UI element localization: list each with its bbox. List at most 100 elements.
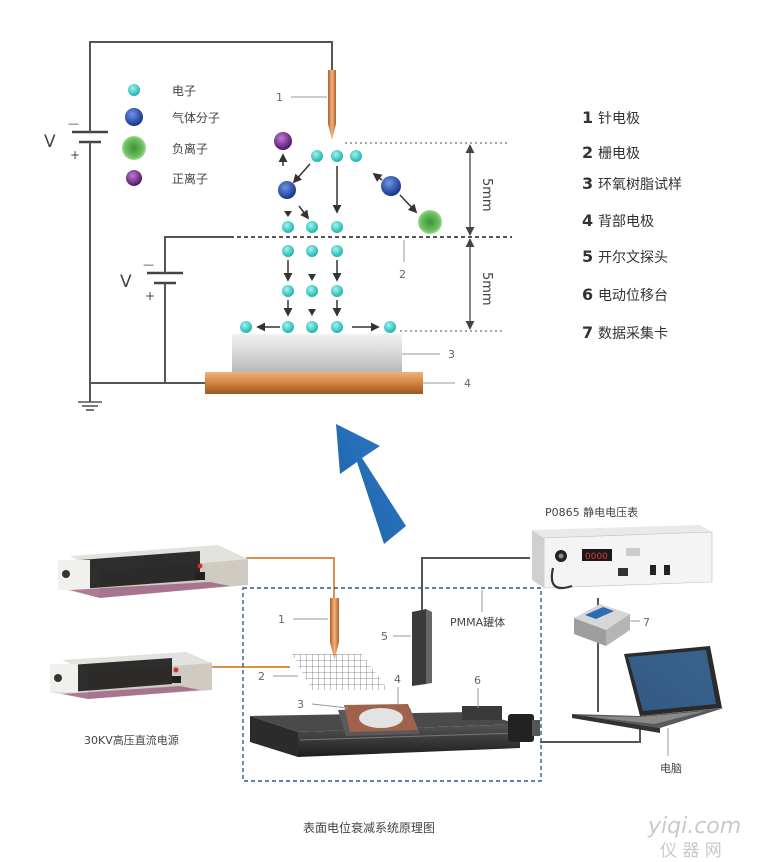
figure-caption: 表面电位衰减系统原理图 bbox=[303, 820, 435, 835]
enclosure-label: PMMA罐体 bbox=[450, 615, 505, 629]
minus-sign-2: — bbox=[143, 258, 154, 271]
setup-callout-2: 2 bbox=[258, 670, 265, 683]
component-label-6: 电动位移台 bbox=[598, 288, 668, 304]
flow-arrow bbox=[372, 172, 383, 182]
callout-1: 1 bbox=[276, 91, 283, 104]
electron bbox=[331, 150, 343, 162]
plus-sign-1: + bbox=[70, 148, 80, 162]
component-num-3: 3 bbox=[582, 174, 593, 193]
legend-positive-ion-label: 正离子 bbox=[172, 171, 208, 186]
voltage-label-1: V bbox=[44, 132, 56, 152]
legend-molecule-label: 气体分子 bbox=[172, 110, 220, 125]
legend-electron-label: 电子 bbox=[172, 84, 196, 98]
minus-sign-1: — bbox=[68, 117, 79, 130]
positive-ion bbox=[274, 132, 292, 150]
kelvin-probe bbox=[412, 609, 432, 686]
voltmeter-probe-cable bbox=[550, 567, 573, 590]
voltage-label-2: V bbox=[120, 272, 132, 292]
flow-arrow bbox=[308, 309, 316, 316]
daq-card bbox=[574, 604, 630, 646]
legend-negative-ion-icon bbox=[122, 136, 146, 160]
gap-lower-label: 5mm bbox=[479, 272, 494, 306]
electron bbox=[384, 321, 396, 333]
electron bbox=[306, 245, 318, 257]
watermark: yiqi.com 仪 器 网 bbox=[647, 814, 741, 861]
watermark-line2: 仪 器 网 bbox=[660, 841, 722, 861]
flow-arrow bbox=[284, 211, 292, 217]
component-num-2: 2 bbox=[582, 143, 593, 162]
setup-callout-6: 6 bbox=[474, 674, 481, 687]
electron bbox=[306, 221, 318, 233]
setup-sample-disc bbox=[359, 708, 403, 728]
setup-grid-mesh bbox=[292, 654, 388, 690]
flow-arrow bbox=[292, 163, 311, 184]
laptop bbox=[572, 646, 724, 733]
legend-molecule-icon bbox=[125, 108, 143, 126]
gap-upper-label: 5mm bbox=[479, 178, 494, 212]
hv-cables bbox=[210, 557, 335, 668]
electron bbox=[306, 321, 318, 333]
callout-2: 2 bbox=[399, 268, 406, 281]
particle-legend: 电子 气体分子 负离子 正离子 bbox=[122, 84, 220, 186]
ground-icon bbox=[78, 401, 102, 411]
electron bbox=[282, 321, 294, 333]
callout-3: 3 bbox=[448, 348, 455, 361]
component-label-2: 栅电极 bbox=[598, 146, 640, 162]
power-supply-upper bbox=[58, 545, 248, 598]
particle-flow bbox=[240, 132, 442, 333]
plus-sign-2: + bbox=[145, 289, 155, 303]
component-label-3: 环氧树脂试样 bbox=[598, 177, 682, 193]
circuit-wires bbox=[89, 41, 333, 402]
electrostatic-voltmeter: 0000 bbox=[532, 525, 713, 589]
power-supply-label: 30KV高压直流电源 bbox=[84, 733, 179, 747]
negative-ion bbox=[418, 210, 442, 234]
electron bbox=[282, 245, 294, 257]
flow-arrow bbox=[308, 274, 316, 281]
component-num-5: 5 bbox=[582, 247, 593, 266]
epoxy-sample bbox=[232, 334, 402, 372]
component-num-7: 7 bbox=[582, 323, 593, 342]
voltage-source-needle bbox=[72, 120, 108, 158]
component-num-6: 6 bbox=[582, 285, 593, 304]
component-label-5: 开尔文探头 bbox=[598, 250, 668, 266]
electron bbox=[331, 321, 343, 333]
component-num-4: 4 bbox=[582, 211, 593, 230]
voltmeter-label: P0865 静电电压表 bbox=[545, 505, 638, 519]
electron bbox=[240, 321, 252, 333]
electron bbox=[282, 285, 294, 297]
electron bbox=[311, 150, 323, 162]
component-label-4: 背部电极 bbox=[598, 214, 654, 230]
legend-negative-ion-label: 负离子 bbox=[172, 141, 208, 156]
setup-callout-4: 4 bbox=[394, 673, 401, 686]
electron bbox=[331, 245, 343, 257]
setup-callout-5: 5 bbox=[381, 630, 388, 643]
back-electrode bbox=[205, 372, 423, 394]
pmma-enclosure bbox=[242, 587, 542, 782]
component-label-7: 数据采集卡 bbox=[598, 325, 668, 342]
component-list: 1 针电极 2 栅电极 3 环氧树脂试样 4 背部电极 5 开尔文探头 6 电动… bbox=[582, 108, 682, 342]
callout-4: 4 bbox=[464, 377, 471, 390]
watermark-line1: yiqi.com bbox=[647, 814, 741, 839]
electron bbox=[331, 285, 343, 297]
component-num-1: 1 bbox=[582, 108, 593, 127]
needle-electrode bbox=[328, 70, 336, 140]
legend-positive-ion-icon bbox=[126, 170, 142, 186]
flow-arrow bbox=[298, 205, 310, 220]
electron bbox=[331, 221, 343, 233]
setup-callout-1: 1 bbox=[278, 613, 285, 626]
electron bbox=[282, 221, 294, 233]
gas-molecule bbox=[278, 181, 296, 199]
voltmeter-display: 0000 bbox=[585, 552, 608, 562]
setup-needle bbox=[330, 598, 339, 660]
component-label-1: 针电极 bbox=[598, 111, 640, 127]
flow-arrow bbox=[399, 194, 418, 214]
power-supply-lower bbox=[50, 652, 212, 699]
electron bbox=[306, 285, 318, 297]
setup-callout-leader-3 bbox=[311, 703, 349, 709]
legend-electron-icon bbox=[128, 84, 140, 96]
computer-label: 电脑 bbox=[660, 762, 682, 775]
voltage-source-grid bbox=[147, 262, 183, 296]
gas-molecule bbox=[381, 176, 401, 196]
electron bbox=[350, 150, 362, 162]
